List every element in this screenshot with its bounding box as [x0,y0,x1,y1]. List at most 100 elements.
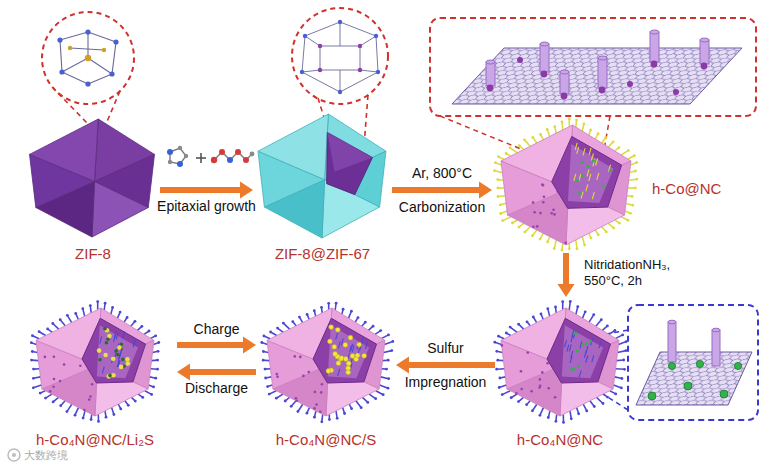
spike-tip [540,313,543,316]
illustration-part [60,32,116,84]
co-particle [319,410,322,413]
sulfur-particle [362,353,367,358]
illustration-part [358,68,362,72]
process-arrow [160,182,253,199]
spike-tip [157,341,160,344]
spike-tip [539,238,542,241]
inner-spike [351,344,353,351]
co-particle [313,407,316,410]
illustration-part [87,32,88,58]
spike-tip [350,310,353,313]
spike-tip [275,397,278,400]
illustration-part [68,46,72,50]
co4n-particle [581,161,584,164]
illustration-part [340,22,376,36]
hollow-cavity [313,318,377,383]
illustration-part [68,46,106,61]
arrow-shaft [407,362,495,368]
co4n-particle [609,169,612,172]
spike-tip [629,212,632,215]
spike-tip [31,334,34,337]
co-particle [314,391,317,394]
illustration-part [599,87,606,94]
spike-tip [604,136,607,139]
co4n-particle [577,365,580,368]
spike-tip [562,421,565,424]
co-particle [299,356,302,359]
particle-facet [258,114,328,180]
spike-tip [31,350,34,353]
spike-tip [631,204,634,207]
spike-tip [499,203,502,206]
spike-tip [328,418,331,421]
spike-tip [264,368,267,371]
co-particle [554,396,557,399]
inner-spike [592,355,594,362]
spike-tip [592,313,595,316]
process-arrow [177,337,256,354]
spike-tip [126,316,129,319]
illustration-part [320,46,321,70]
spike-tip [576,247,579,250]
co-particle [91,383,94,386]
hollow-cavity [547,318,611,383]
spike-tip [634,187,637,190]
illustration-part [88,32,116,42]
sulfur-particle [348,335,353,340]
co-particle [83,409,86,412]
spike-tip [498,386,501,389]
co-particle [547,387,550,390]
step-label: Discharge [185,380,248,396]
spike-tip [385,368,388,371]
co-particle [542,201,545,204]
spike-tip [525,403,528,406]
illustration-part [211,157,217,163]
spike-tip [620,387,623,390]
co-particle [53,356,56,359]
inner-spike [336,332,338,339]
spike-tip [618,146,621,149]
spike-tip [266,385,269,388]
spike-tip [335,302,338,305]
illustration-part [178,146,182,150]
spike-tip [306,412,309,415]
sulfur-particle [335,327,340,332]
spike-tip [627,149,630,152]
spike-tip [390,349,393,352]
inner-spike [569,344,571,351]
spike-tip [262,359,265,362]
sample-label: h-Co₄N@NC [517,431,603,448]
spike-tip [496,178,499,181]
illustration-part [650,32,659,62]
spike-tip [593,405,596,408]
illustration-part [374,34,378,38]
watermark: 大数跨境 [24,449,68,462]
inner-spike [599,341,601,348]
cavity-wall [562,325,603,378]
spike-tip [575,119,578,122]
spike-tip [96,300,99,303]
spike-tip [262,350,265,353]
co-particle [532,201,535,204]
spike-tip [635,178,638,181]
spike-tip [357,316,360,319]
illustration-part [720,390,728,398]
co-particle [552,208,555,211]
illustration-part [486,62,495,86]
spike-tip [89,304,92,307]
spike-tip [606,325,609,328]
spike-tip [606,396,609,399]
spike-tip [297,410,300,413]
spike-tip [387,377,390,380]
illustration-part [57,29,118,86]
spike-tip [621,334,624,337]
spike-tip [82,417,85,420]
sample-label: h-Co₄N@NC/S [276,431,377,448]
spike-tip [602,402,605,405]
co-particle [550,212,553,215]
illustration-part [673,89,679,95]
spike-tip [597,233,600,236]
illustration-part [430,18,756,116]
inner-spike [100,337,102,344]
li2s-particle [117,345,122,350]
